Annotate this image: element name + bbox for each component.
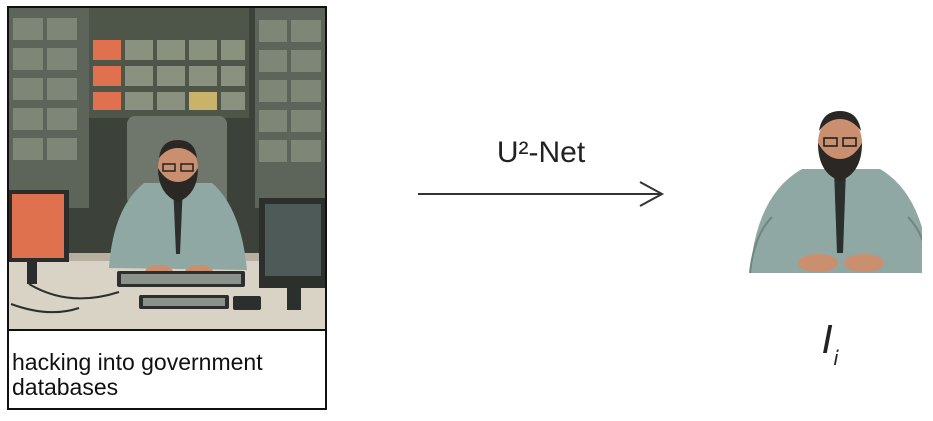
right-cabinets (255, 8, 325, 208)
arrow-right-icon (418, 181, 665, 207)
person-input (109, 140, 247, 279)
model-label: U²-Net (496, 136, 586, 169)
output-label-subscript: i (833, 346, 839, 370)
back-cabinets (89, 8, 249, 118)
image-caption: hacking into government databases (12, 349, 263, 400)
caption-divider (9, 329, 325, 331)
output-image (749, 111, 922, 274)
input-panel: hacking into government databases (7, 6, 327, 410)
left-cabinets (9, 8, 89, 208)
person-output (749, 111, 922, 274)
output-label: Ii (822, 318, 839, 370)
output-label-main: I (822, 318, 834, 362)
input-image (9, 8, 325, 329)
